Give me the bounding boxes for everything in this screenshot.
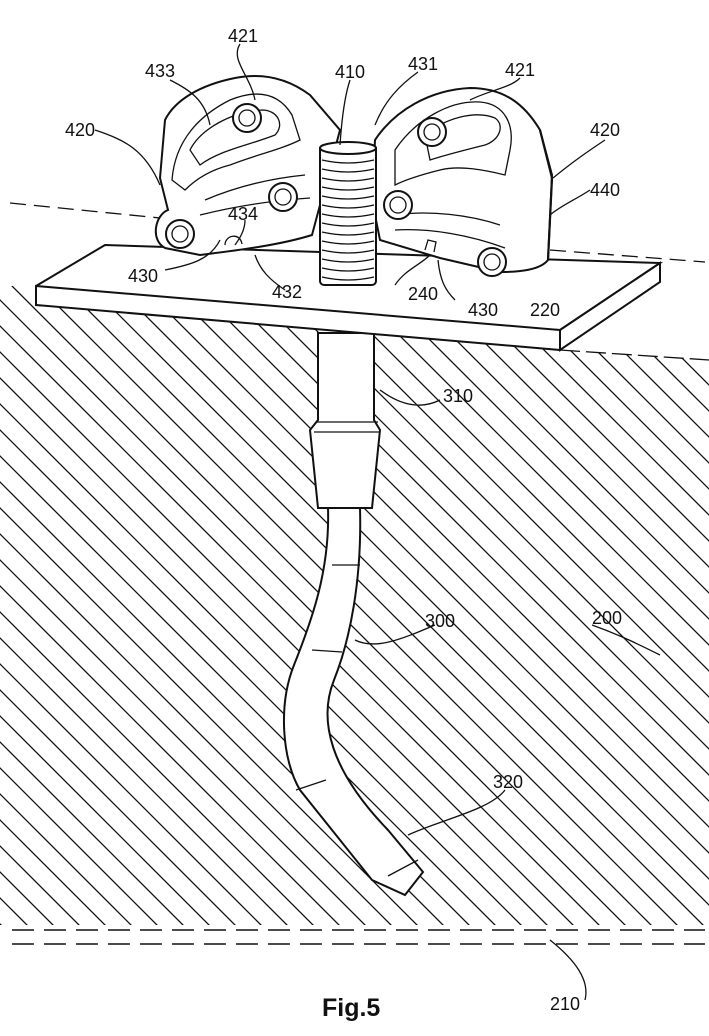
label-430-left: 430 [128, 266, 158, 286]
label-432: 432 [272, 282, 302, 302]
hatch-line [0, 286, 521, 925]
label-420-left: 420 [65, 120, 95, 140]
hatch-line [0, 286, 599, 925]
hatch-line [469, 286, 709, 925]
leader-lines [94, 43, 661, 1001]
hatch-line [0, 286, 547, 925]
thread-ridge [321, 213, 375, 218]
label-410: 410 [335, 62, 365, 82]
hatch-line [0, 286, 105, 925]
hatch-line [261, 286, 709, 925]
hatch-line [27, 286, 709, 925]
thread-ridge [321, 186, 375, 191]
hatch-line [287, 286, 709, 925]
hatch-line [339, 286, 709, 925]
thread-ridge [321, 240, 375, 245]
reference-labels: 421 433 410 431 421 420 420 440 434 430 … [65, 26, 622, 1014]
hatch-line [0, 286, 157, 925]
thread-ridge [321, 231, 375, 236]
hatch-line [53, 286, 709, 925]
hatch-line [0, 286, 365, 925]
label-310: 310 [443, 386, 473, 406]
label-210: 210 [550, 994, 580, 1014]
hatch-line [703, 286, 709, 925]
hatch-line [183, 286, 709, 925]
hatch-line [157, 286, 709, 925]
hatch-line [0, 286, 651, 925]
left-clamp [154, 75, 342, 257]
label-430-right: 430 [468, 300, 498, 320]
thread-ridge [321, 168, 375, 173]
label-200: 200 [592, 608, 622, 628]
hatch-line [0, 286, 391, 925]
hatch-line [79, 286, 709, 925]
label-421-left: 421 [228, 26, 258, 46]
thread-ridge [321, 267, 375, 272]
hatch-line [417, 286, 709, 925]
hatch-line [0, 286, 183, 925]
hatch-line [547, 286, 709, 925]
label-300: 300 [425, 611, 455, 631]
conduit [282, 332, 425, 897]
thread-ridge [321, 276, 375, 281]
thread-ridge [321, 204, 375, 209]
hatch-line [391, 286, 709, 925]
hatch-line [313, 286, 709, 925]
threaded-rod [319, 141, 377, 286]
label-431: 431 [408, 54, 438, 74]
hatch-line [0, 286, 417, 925]
right-clamp [370, 86, 554, 277]
hatch-line [443, 286, 709, 925]
thread-ridge [321, 222, 375, 227]
thread-ridge [321, 195, 375, 200]
label-433: 433 [145, 61, 175, 81]
hatch-line [573, 286, 709, 925]
label-420-right: 420 [590, 120, 620, 140]
hatch-line [0, 286, 443, 925]
ground-surface-dash-right [549, 249, 706, 263]
hatch-line [131, 286, 709, 925]
thread-ridge [321, 249, 375, 254]
hatch-line [0, 286, 313, 925]
hatch-line [521, 286, 709, 925]
thread-ridge [321, 159, 375, 164]
hatch-line [0, 286, 339, 925]
hatch-line [0, 286, 261, 925]
ground-top-edge-right [559, 349, 709, 361]
thread-ridge [321, 177, 375, 182]
label-320: 320 [493, 772, 523, 792]
hatch-line [677, 286, 709, 925]
label-220: 220 [530, 300, 560, 320]
hatch-line [105, 286, 709, 925]
label-421-right: 421 [505, 60, 535, 80]
hatch-line [495, 286, 709, 925]
label-434: 434 [228, 204, 258, 224]
hatch-line [365, 286, 709, 925]
hatch-line [0, 286, 287, 925]
thread-ridge [321, 258, 375, 263]
hatch-line [0, 286, 53, 925]
figure-caption: Fig.5 [322, 994, 380, 1022]
hatch-line [0, 286, 235, 925]
ground-surface-dash-left [9, 202, 161, 219]
label-440: 440 [590, 180, 620, 200]
hatch-line [0, 286, 625, 925]
hatch-line [0, 286, 209, 925]
hatch-line [0, 286, 131, 925]
hatch-line [599, 286, 709, 925]
hatch-line [0, 286, 573, 925]
label-240: 240 [408, 284, 438, 304]
